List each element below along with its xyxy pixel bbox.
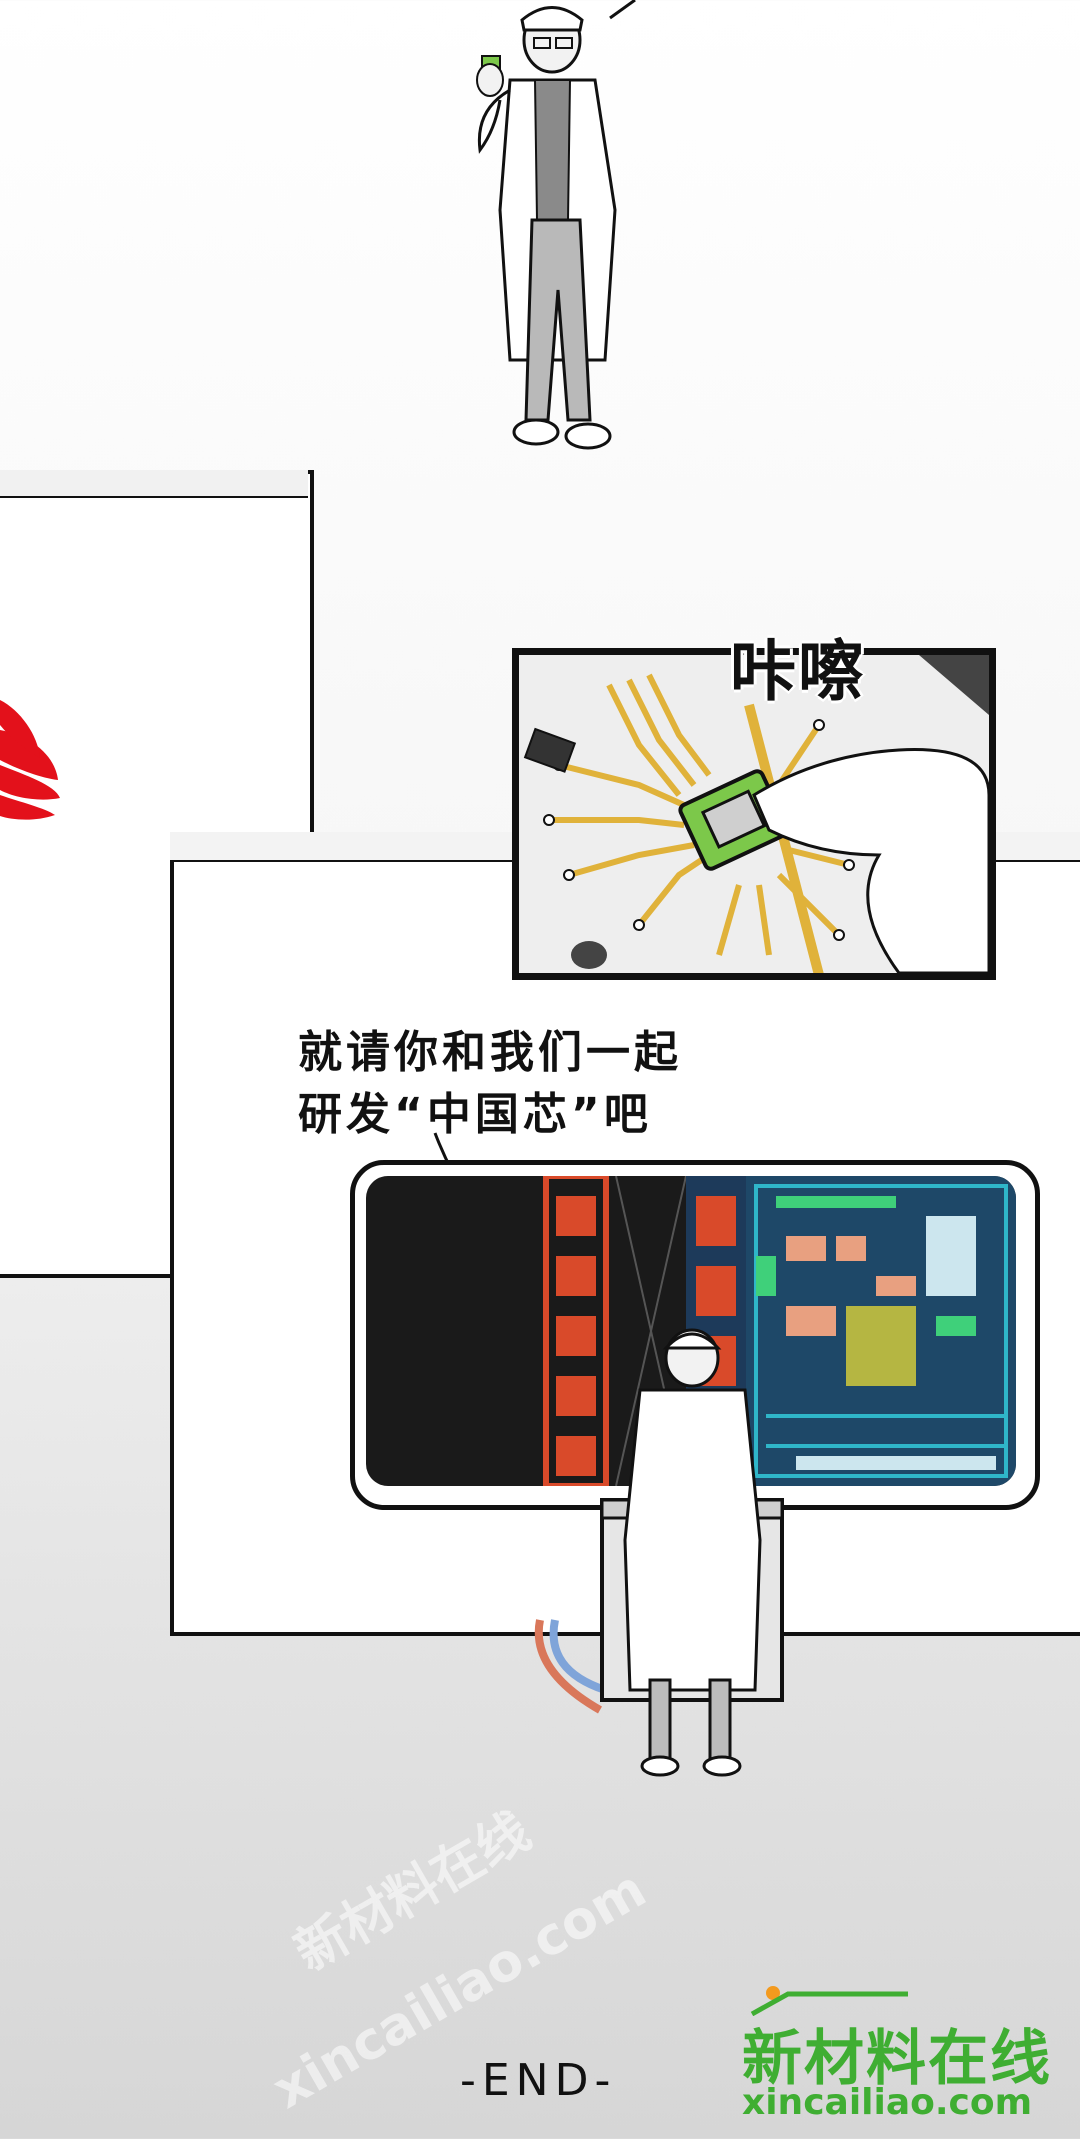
chip-closeup-panel bbox=[512, 648, 996, 980]
sound-effect-text: 咔嚓 bbox=[730, 633, 866, 710]
speech-text: 就请你和我们一起 研发“中国芯”吧 bbox=[298, 1022, 682, 1146]
scientist-standing-figure bbox=[476, 0, 636, 450]
scientist-at-console-figure bbox=[534, 1328, 784, 1777]
left-wall-top bbox=[0, 470, 308, 498]
site-logo-name: 新材料在线 bbox=[742, 2024, 1052, 2094]
huawei-petal-logo-icon bbox=[0, 700, 60, 820]
logo-roof-icon bbox=[750, 1991, 908, 2016]
circuit-board-illustration bbox=[519, 655, 989, 973]
logo-dot-icon bbox=[766, 1986, 780, 2000]
speech-line-2: 研发“中国芯”吧 bbox=[298, 1089, 652, 1140]
site-logo-url: xincailiao.com bbox=[742, 2082, 1033, 2123]
end-label: -END- bbox=[460, 2055, 617, 2106]
speech-line-1: 就请你和我们一起 bbox=[298, 1027, 682, 1078]
